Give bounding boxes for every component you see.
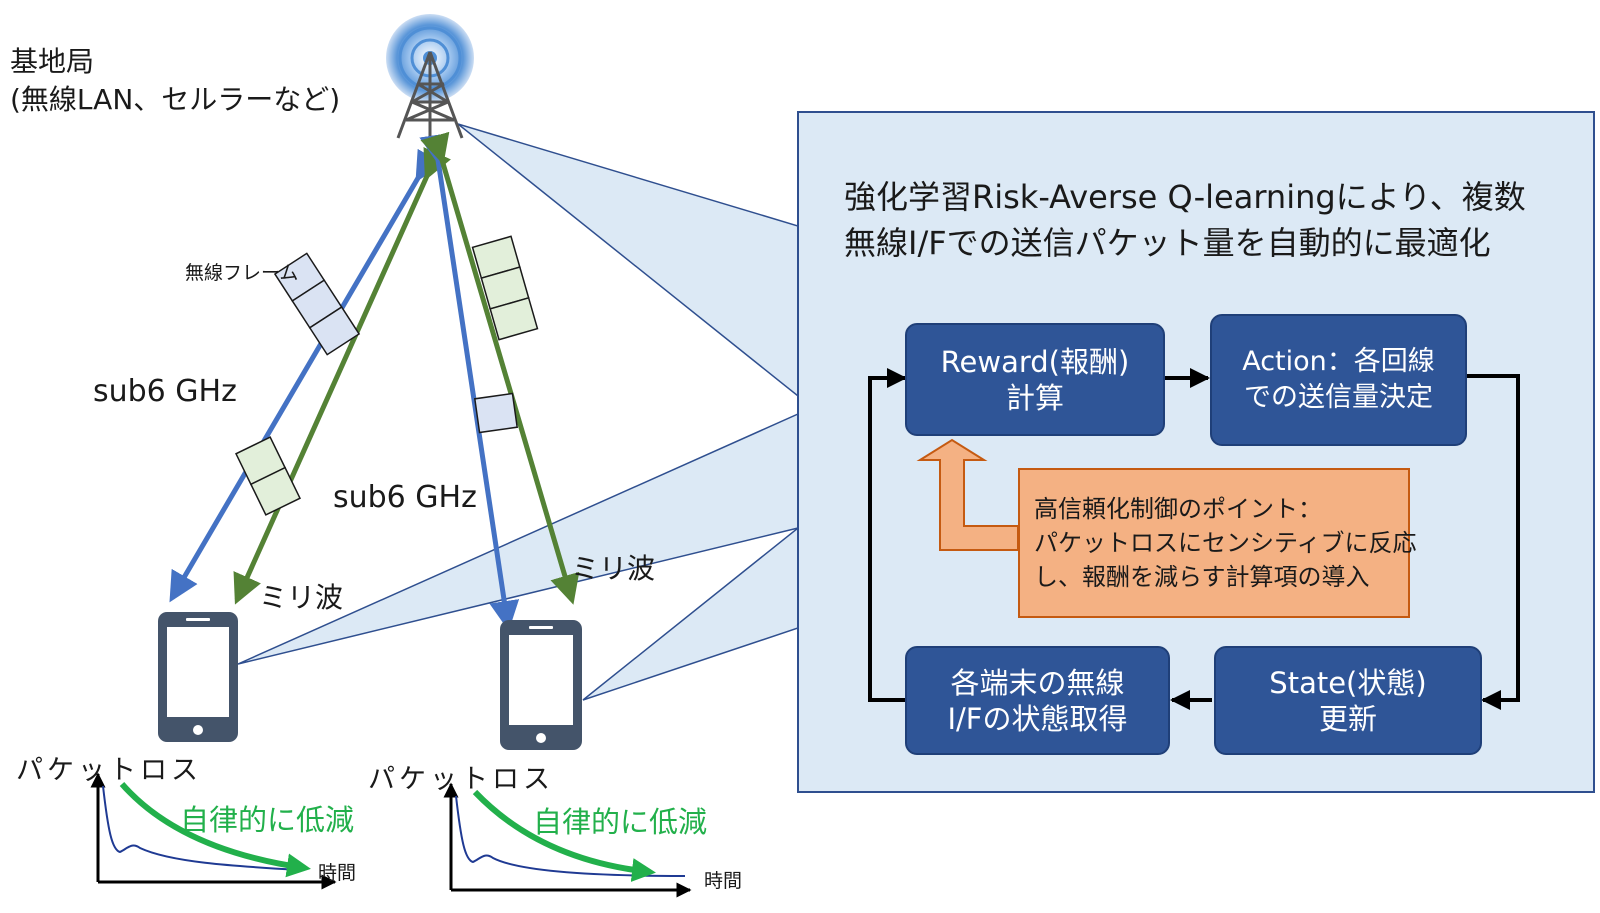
note-pointer-arrow	[916, 438, 1019, 551]
acquire-box-line2: I/Fの状態取得	[947, 701, 1128, 736]
mmwave-label-right: ミリ波	[571, 552, 656, 585]
state-box: State(状態) 更新	[1214, 646, 1482, 755]
reward-box: Reward(報酬) 計算	[905, 323, 1165, 436]
graph-right-trend: 自律的に低減	[533, 805, 708, 839]
base-station-sub-label: (無線LAN、セルラーなど)	[10, 82, 340, 118]
reliability-point-note: 高信頼化制御のポイント： パケットロスにセンシティブに反応 し、報酬を減らす計算…	[1018, 468, 1417, 618]
arrow-acquire-to-reward	[868, 368, 907, 702]
smartphone-icon-right	[500, 620, 582, 750]
packet-loss-graph-left	[90, 772, 337, 890]
base-station-tower-icon	[386, 14, 474, 139]
base-station-label-line2: (無線LAN、セルラーなど)	[10, 83, 341, 116]
base-station-label: 基地局	[10, 44, 94, 80]
graph-left-ylabel: パケットロス	[16, 755, 202, 786]
reward-box-line1: Reward(報酬)	[940, 344, 1130, 379]
arrow-action-to-state	[1467, 374, 1520, 710]
action-box-line2: での送信量決定	[1244, 382, 1433, 413]
reward-box-line2: 計算	[1005, 380, 1064, 415]
graph-left-trend: 自律的に低減	[180, 803, 355, 837]
sub6-link-right	[419, 133, 520, 631]
radio-frame-label: 無線フレーム	[185, 262, 299, 284]
radio-frame-green-right	[471, 235, 539, 341]
note-line2: パケットロスにセンシティブに反応	[1034, 529, 1417, 557]
smartphone-icon-left	[158, 612, 238, 742]
radio-frame-blue-right	[473, 392, 519, 434]
acquire-state-box: 各端末の無線 I/Fの状態取得	[905, 646, 1170, 755]
sub6-label-right: sub6 GHz	[333, 480, 477, 515]
graph-left-xlabel: 時間	[318, 862, 357, 884]
base-station-label-line1: 基地局	[10, 45, 95, 78]
panel-title-line1: 強化学習Risk-Averse Q-learningにより、複数	[844, 178, 1526, 216]
panel-title-line2: 無線I/Fでの送信パケット量を自動的に最適化	[844, 224, 1491, 262]
state-box-line2: 更新	[1318, 701, 1377, 736]
graph-right-xlabel: 時間	[704, 870, 743, 892]
sub6-label-left: sub6 GHz	[93, 374, 237, 409]
graph-right-ylabel: パケットロス	[368, 764, 554, 795]
state-box-line1: State(状態)	[1269, 665, 1427, 700]
note-line3: し、報酬を減らす計算項の導入	[1034, 563, 1370, 591]
note-line1: 高信頼化制御のポイント：	[1034, 495, 1322, 523]
mmwave-label-left: ミリ波	[259, 581, 344, 614]
action-box-line1: Action：各回線	[1242, 346, 1435, 377]
radio-frame-green-left	[235, 436, 301, 516]
panel-title: 強化学習Risk-Averse Q-learningにより、複数 無線I/Fでの…	[844, 174, 1564, 266]
packet-loss-graph-right	[443, 782, 692, 898]
mmwave-link-right	[420, 131, 580, 605]
acquire-box-line1: 各端末の無線	[950, 665, 1125, 700]
action-box: Action：各回線 での送信量決定	[1210, 314, 1467, 446]
mmwave-link-left	[233, 147, 451, 605]
radio-frame-blue-left	[273, 252, 361, 356]
